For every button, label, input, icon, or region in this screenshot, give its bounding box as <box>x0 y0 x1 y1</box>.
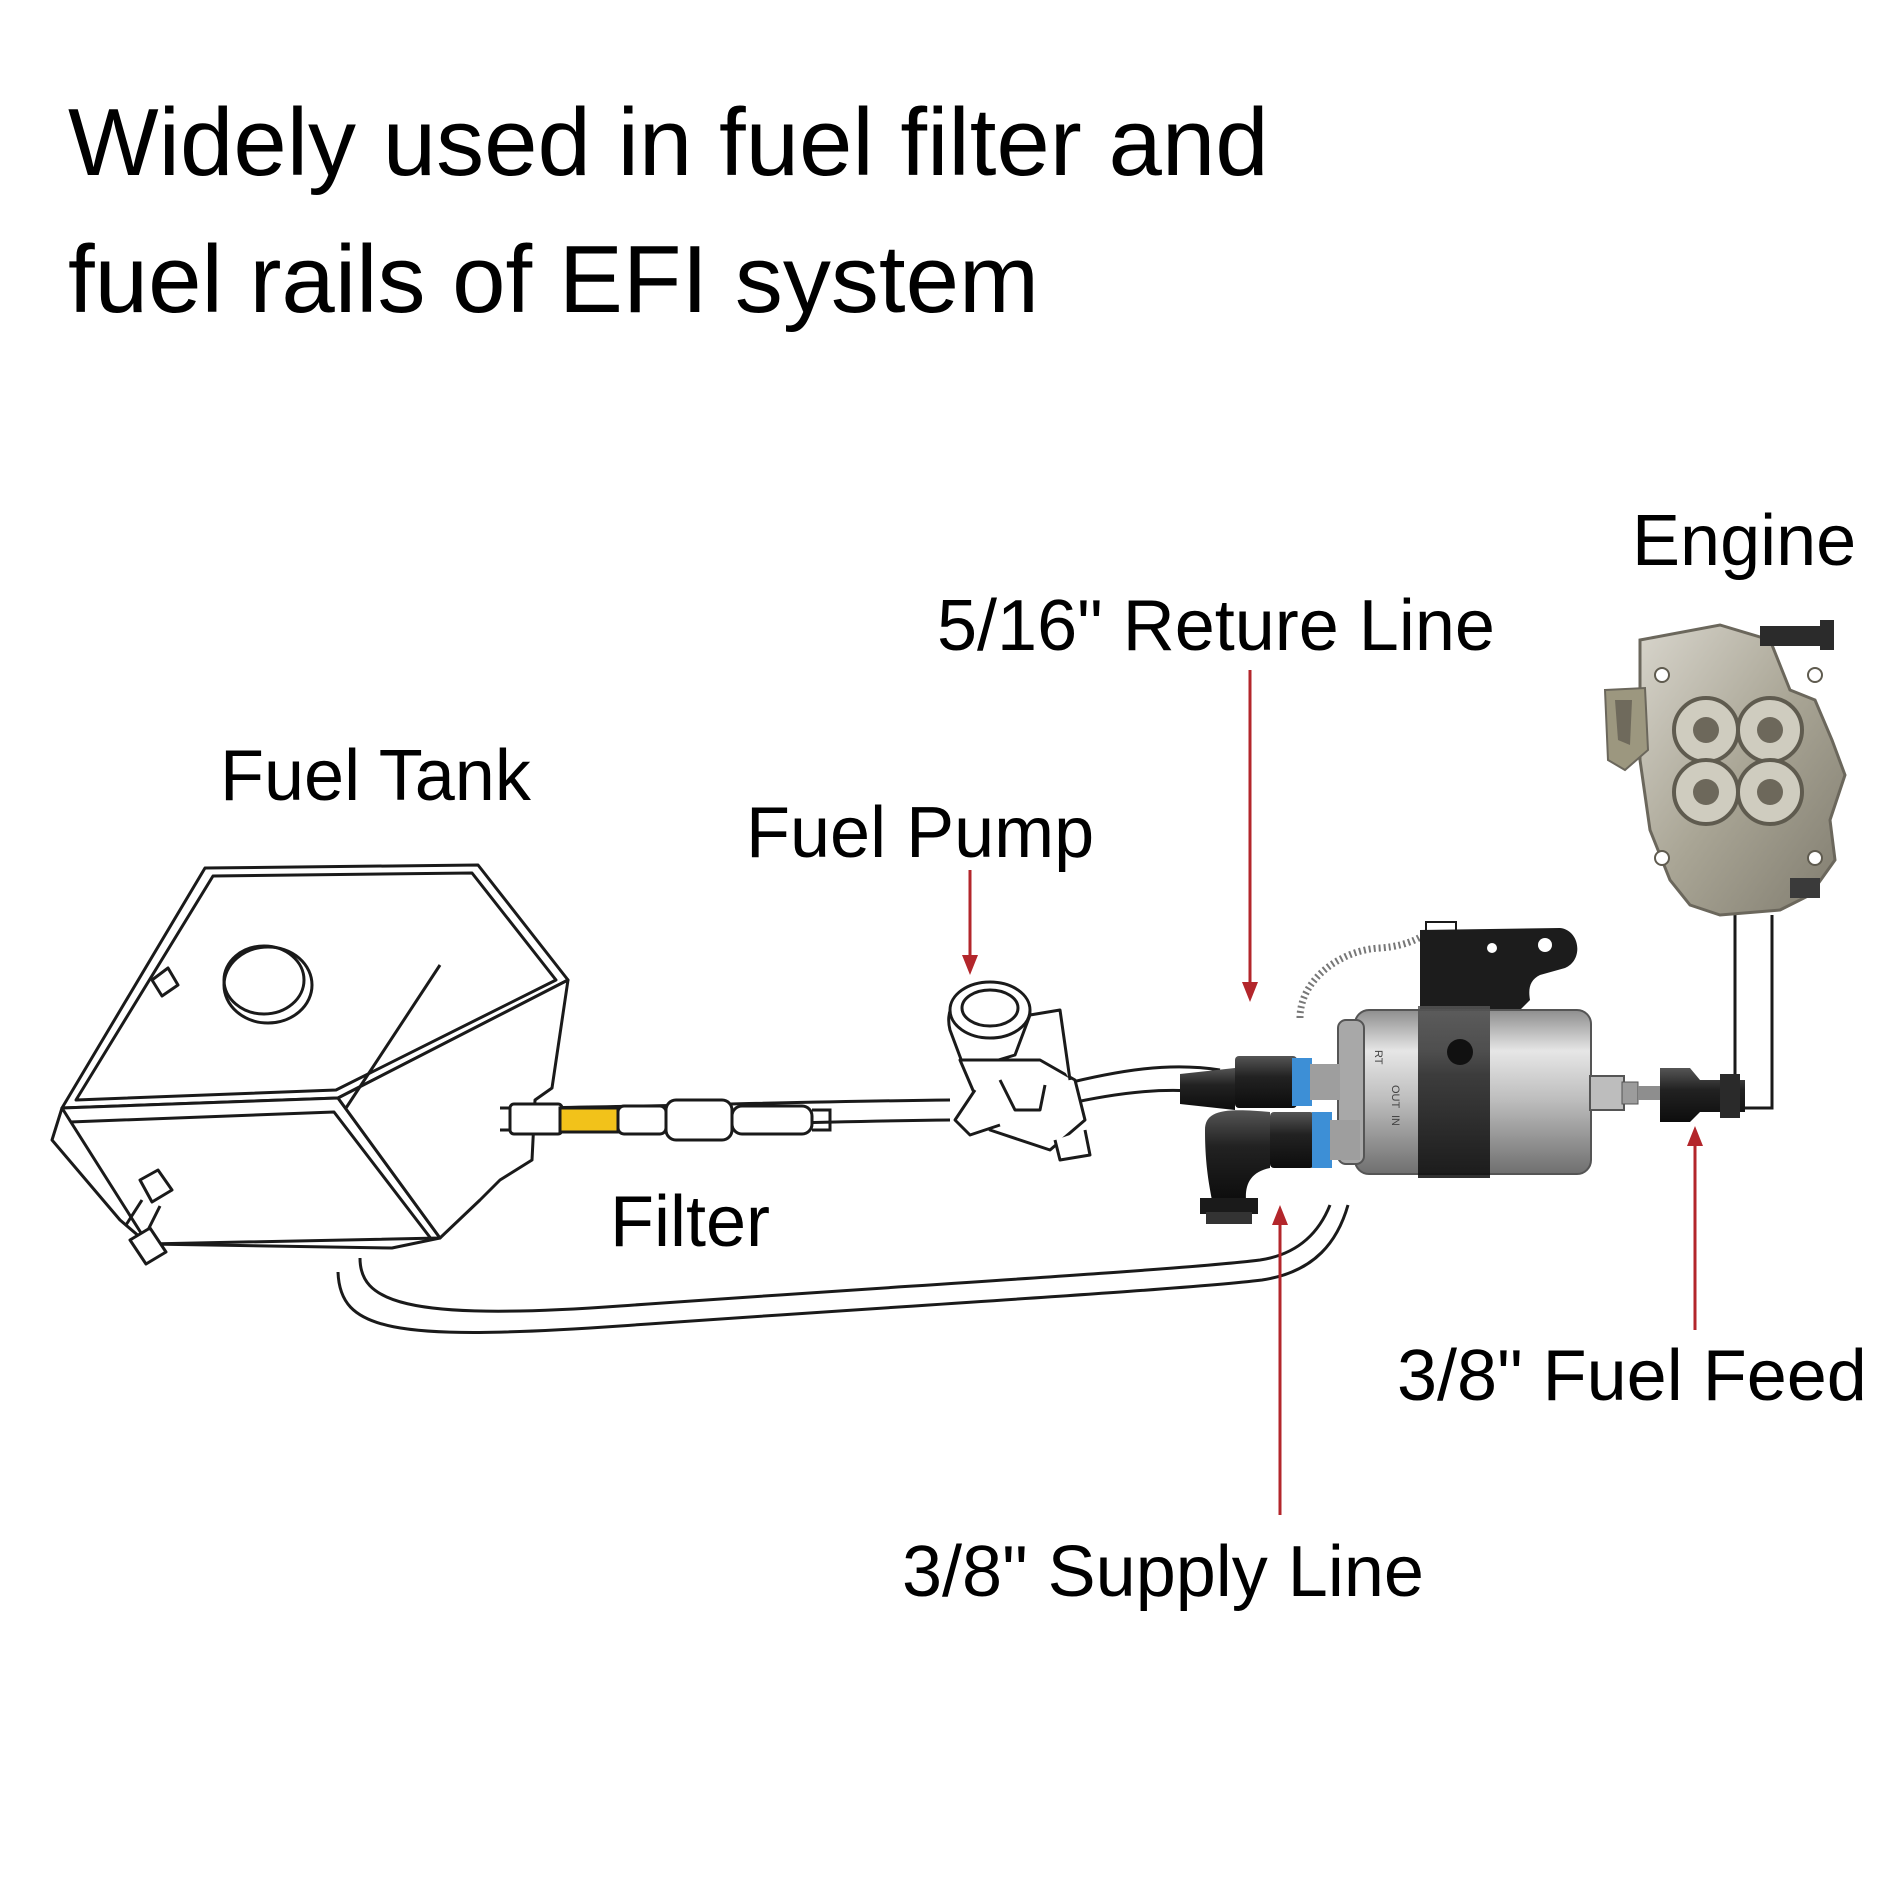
fuel-pump-drawing <box>947 980 1092 1162</box>
regulator-marking-out: OUT <box>1389 1085 1401 1109</box>
engine-throttle-body-drawing <box>1603 620 1847 917</box>
regulator-marking-rt: RT <box>1372 1050 1384 1065</box>
regulator-marking-in: IN <box>1389 1115 1401 1126</box>
page-title-line-1: Widely used in fuel filter and <box>68 89 1269 196</box>
fuel-tank-drawing <box>50 863 570 1266</box>
label-filter: Filter <box>610 1182 770 1262</box>
label-fuel-pump: Fuel Pump <box>746 793 1095 873</box>
label-supply-line: 3/8" Supply Line <box>902 1532 1424 1612</box>
label-return-line: 5/16" Reture Line <box>937 586 1495 666</box>
fuel-pressure-regulator-drawing: RT OUT IN <box>1180 921 1745 1224</box>
annotation-arrows <box>962 670 1703 1515</box>
page-title-line-2: fuel rails of EFI system <box>68 226 1039 333</box>
label-engine: Engine <box>1632 501 1857 581</box>
inline-filter-drawing <box>508 1098 832 1142</box>
label-fuel-feed: 3/8" Fuel Feed <box>1397 1336 1867 1416</box>
label-fuel-tank: Fuel Tank <box>220 736 531 816</box>
